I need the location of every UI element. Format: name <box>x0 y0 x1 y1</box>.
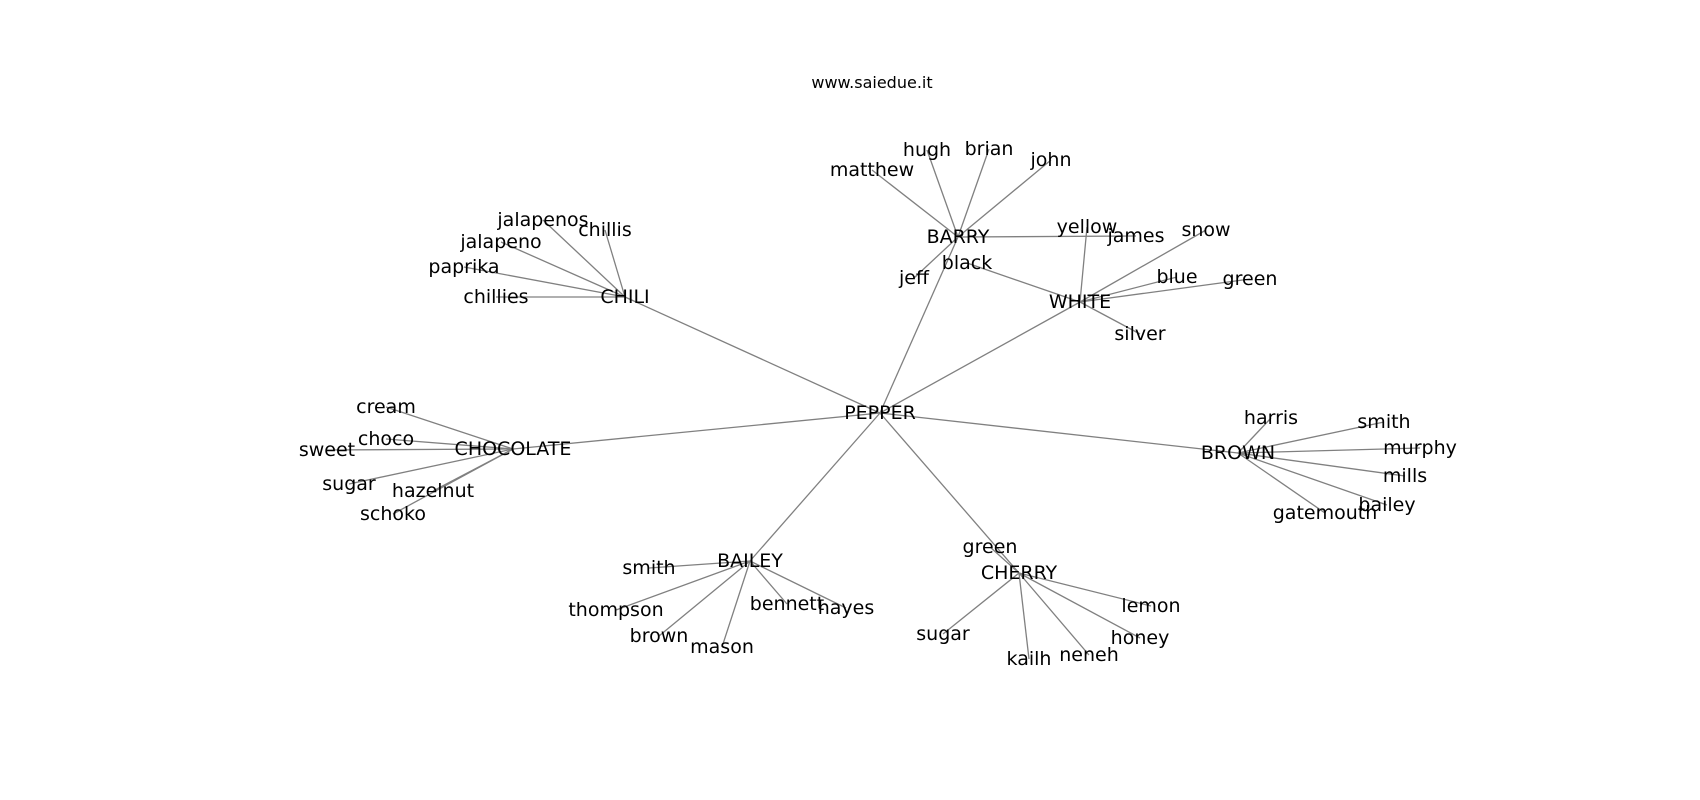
node-leaf-cherry-lemon: lemon <box>1121 595 1180 617</box>
node-leaf-chocolate-sweet: sweet <box>299 439 355 461</box>
node-root-pepper: PEPPER <box>844 402 916 424</box>
node-leaf-chili-jalapeno: jalapeno <box>459 231 541 253</box>
node-leaf-chili-jalapenos: jalapenos <box>496 209 588 231</box>
edge-pepper-cherry <box>879 412 1020 574</box>
node-leaf-white-yellow: yellow <box>1057 216 1118 238</box>
edge-bailey-thompson <box>615 560 751 611</box>
node-hub-chili: CHILI <box>600 286 649 308</box>
edge-white-silver <box>1079 301 1141 335</box>
node-leaf-brown-gatemouth: gatemouth <box>1273 502 1378 524</box>
node-leaf-white-snow: snow <box>1181 219 1230 241</box>
node-leaf-barry-james: james <box>1106 225 1164 247</box>
node-leaf-bailey-bennett: bennett <box>750 593 824 615</box>
node-leaf-barry-john: john <box>1030 149 1072 171</box>
edge-chocolate-sweet <box>326 448 514 451</box>
edge-brown-smith <box>1237 421 1385 454</box>
node-leaf-brown-mills: mills <box>1383 465 1427 487</box>
edge-chili-jalapeno <box>500 241 626 298</box>
node-leaf-white-blue: blue <box>1156 266 1197 288</box>
node-leaf-cherry-sugar: sugar <box>916 623 970 645</box>
edge-bailey-smith <box>648 560 751 569</box>
node-hub-cherry: CHERRY <box>981 562 1058 584</box>
node-hub-barry: BARRY <box>927 226 990 248</box>
edge-barry-matthew <box>871 169 959 238</box>
node-leaf-brown-murphy: murphy <box>1383 437 1457 459</box>
node-leaf-white-black: black <box>942 252 992 274</box>
node-hub-bailey: BAILEY <box>717 550 783 572</box>
edge-brown-harris <box>1237 417 1272 454</box>
edge-cherry-sugar <box>942 572 1020 635</box>
edge-pepper-barry <box>879 236 959 414</box>
node-leaf-barry-hugh: hugh <box>903 139 951 161</box>
edge-chocolate-sugar <box>348 448 514 485</box>
node-leaf-cherry-neneh: neneh <box>1059 644 1119 666</box>
node-leaf-barry-matthew: matthew <box>830 159 914 181</box>
edge-barry-brian <box>957 148 990 238</box>
edge-white-black <box>966 262 1081 303</box>
edge-pepper-chili <box>624 296 881 414</box>
edge-white-blue <box>1079 276 1178 303</box>
node-leaf-barry-jeff: jeff <box>898 267 930 289</box>
edge-bailey-mason <box>721 560 751 648</box>
node-leaf-bailey-hayes: hayes <box>818 597 875 619</box>
edge-pepper-brown <box>879 412 1239 454</box>
edge-cherry-green <box>989 546 1020 574</box>
node-hub-chocolate: CHOCOLATE <box>455 438 572 460</box>
edge-pepper-white <box>879 301 1081 414</box>
edge-pepper-bailey <box>749 412 881 562</box>
node-leaf-chocolate-cream: cream <box>356 396 416 418</box>
edge-barry-james <box>957 235 1137 238</box>
edge-bailey-bennett <box>749 560 788 605</box>
graph-edges <box>326 148 1421 660</box>
node-leaf-bailey-smith: smith <box>622 557 675 579</box>
edge-cherry-honey <box>1018 572 1141 639</box>
edge-chili-paprika <box>463 266 626 298</box>
node-leaf-bailey-mason: mason <box>690 636 754 658</box>
node-leaf-chili-paprika: paprika <box>428 256 499 278</box>
edge-chocolate-schoko <box>392 448 514 515</box>
node-leaf-bailey-brown: brown <box>630 625 689 647</box>
node-leaf-chili-chillies: chillies <box>463 286 528 308</box>
node-leaf-barry-brian: brian <box>965 138 1014 160</box>
node-leaf-cherry-honey: honey <box>1111 627 1170 649</box>
node-leaf-chocolate-hazelnut: hazelnut <box>392 480 474 502</box>
edge-brown-murphy <box>1237 447 1421 454</box>
edge-brown-bailey <box>1237 452 1388 506</box>
edge-cherry-lemon <box>1018 572 1152 607</box>
node-leaf-chocolate-schoko: schoko <box>360 503 426 525</box>
node-leaf-white-green: green <box>1223 268 1278 290</box>
edge-chocolate-cream <box>385 406 514 450</box>
node-hub-brown: BROWN <box>1201 442 1275 464</box>
node-leaf-cherry-green: green <box>963 536 1018 558</box>
node-hub-white: WHITE <box>1049 291 1111 313</box>
edge-pepper-chocolate <box>512 412 881 450</box>
edge-brown-gatemouth <box>1237 452 1326 514</box>
node-leaf-chili-chillis: chillis <box>578 219 632 241</box>
node-leaf-brown-harris: harris <box>1244 407 1298 429</box>
edge-bailey-hayes <box>749 560 847 609</box>
node-leaf-brown-smith: smith <box>1357 411 1410 433</box>
edge-chili-jalapenos <box>542 219 626 298</box>
edge-brown-mills <box>1237 452 1406 477</box>
node-leaf-bailey-thompson: thompson <box>568 599 663 621</box>
edge-chocolate-choco <box>385 438 514 450</box>
node-leaf-white-silver: silver <box>1114 323 1165 345</box>
edge-bailey-brown <box>658 560 751 637</box>
node-leaf-chocolate-sugar: sugar <box>322 473 376 495</box>
edge-white-snow <box>1079 229 1207 303</box>
edge-white-green <box>1079 278 1251 303</box>
edge-chili-chillis <box>604 229 626 298</box>
site-title: www.saiedue.it <box>811 73 932 92</box>
edge-cherry-kailh <box>1018 572 1030 660</box>
edge-cherry-neneh <box>1018 572 1090 656</box>
node-leaf-cherry-kailh: kailh <box>1007 648 1052 670</box>
edge-barry-john <box>957 159 1052 238</box>
edge-barry-hugh <box>926 149 959 238</box>
node-leaf-brown-bailey: bailey <box>1358 494 1415 516</box>
edge-barry-jeff <box>913 236 959 279</box>
edge-white-yellow <box>1079 226 1088 303</box>
node-leaf-chocolate-choco: choco <box>358 428 414 450</box>
